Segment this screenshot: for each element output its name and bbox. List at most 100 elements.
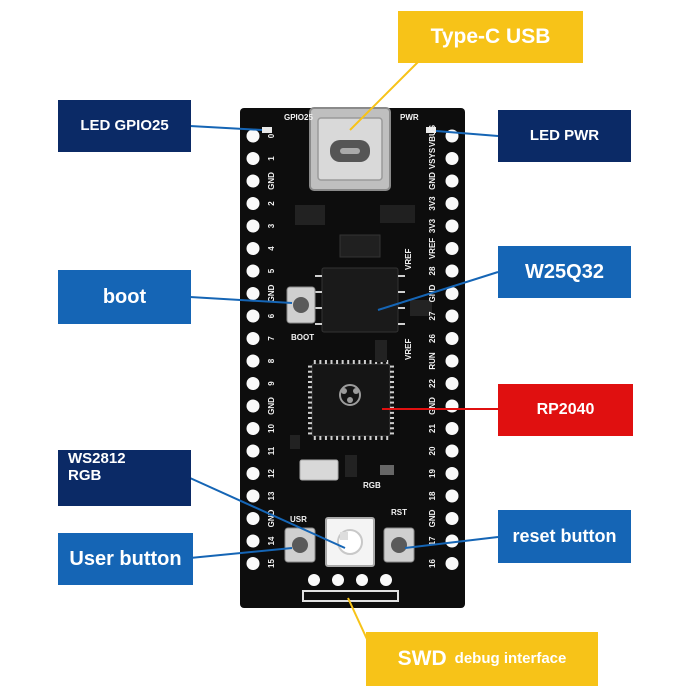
silk-boot: BOOT <box>291 333 314 342</box>
callout-user-button: User button <box>58 533 193 585</box>
left-pin-label: 2 <box>267 201 276 206</box>
right-pin-hole <box>445 309 459 323</box>
boot-button-illustration <box>286 286 316 324</box>
right-pin-label: GND <box>428 172 437 190</box>
right-pin-label: 21 <box>428 424 437 433</box>
left-pin-hole <box>246 512 260 525</box>
chip-leg <box>375 436 378 440</box>
chip-leg <box>341 360 344 364</box>
right-pin-label: 22 <box>428 379 437 388</box>
chip-leg <box>398 291 405 293</box>
right-pin-label: VREF <box>428 238 437 259</box>
leader-ws2812 <box>189 477 346 549</box>
left-pin-label: GND <box>267 509 276 527</box>
chip-leg <box>352 436 355 440</box>
chip-leg <box>308 386 312 389</box>
chip-leg <box>390 375 394 378</box>
board-pcb <box>240 108 465 608</box>
silk-rgb: RGB <box>363 481 381 490</box>
left-pin-hole <box>246 287 260 300</box>
chip-leg <box>398 307 405 309</box>
left-pin-label: 14 <box>267 536 276 545</box>
callout-ws2812-rgb: WS2812 RGB <box>58 450 191 506</box>
right-pin-label: RUN <box>428 352 437 370</box>
chip-leg <box>390 422 394 425</box>
left-pin-hole <box>246 422 260 435</box>
chip-leg <box>324 436 327 440</box>
chip-leg <box>308 411 312 414</box>
right-pin-hole <box>445 512 459 525</box>
chip-leg <box>369 360 372 364</box>
left-pin-label: 7 <box>267 336 276 341</box>
rp2040-chip-legs <box>308 360 394 440</box>
left-pin-hole <box>246 264 260 278</box>
callout-ws2812-line2: RGB <box>68 467 102 485</box>
left-pin-hole <box>246 174 260 188</box>
chip-leg <box>324 360 327 364</box>
right-pin-hole <box>445 534 459 548</box>
callout-type-c-usb: Type-C USB <box>398 11 583 63</box>
silk-pwr: PWR <box>400 113 419 122</box>
right-pin-label: GND <box>428 397 437 415</box>
chip-leg <box>308 422 312 425</box>
chip-leg <box>347 360 350 364</box>
right-pin-hole <box>445 242 459 255</box>
raspberry-logo-icon <box>339 384 361 406</box>
chip-leg <box>363 360 366 364</box>
left-pin-hole <box>246 467 260 480</box>
leader-w25q32 <box>377 271 499 311</box>
left-pin-label: 11 <box>267 446 276 455</box>
chip-leg <box>330 360 333 364</box>
chip-leg <box>336 436 339 440</box>
chip-leg <box>398 275 405 277</box>
left-pin-label: GND <box>267 397 276 415</box>
right-pin-hole <box>445 287 459 300</box>
left-pin-label: 9 <box>267 381 276 386</box>
w25q32-chip <box>321 267 399 333</box>
chip-leg <box>390 365 394 368</box>
usb-c-connector <box>309 107 391 191</box>
right-pin-hole <box>445 444 459 458</box>
chip-leg <box>347 436 350 440</box>
right-pin-hole <box>445 264 459 278</box>
silk-usr: USR <box>290 515 307 524</box>
leader-usb <box>349 59 421 131</box>
right-pin-hole <box>445 174 459 188</box>
left-pin-label: 13 <box>267 491 276 500</box>
chip-leg <box>313 360 316 364</box>
chip-leg <box>352 360 355 364</box>
chip-leg <box>390 406 394 409</box>
chip-leg <box>308 391 312 394</box>
right-pin-hole <box>445 467 459 480</box>
chip-leg <box>358 360 361 364</box>
left-pin-hole <box>246 129 260 143</box>
right-pin-label: 27 <box>428 311 437 320</box>
right-pin-label: 20 <box>428 446 437 455</box>
right-pin-label: 3V3 <box>428 196 437 211</box>
chip-leg <box>390 401 394 404</box>
left-pin-hole <box>246 332 260 345</box>
left-pin-hole <box>246 444 260 458</box>
left-pin-label: 3 <box>267 223 276 228</box>
usr-button-illustration <box>284 527 316 563</box>
chip-leg <box>308 396 312 399</box>
right-pin-label: VBUS <box>428 124 437 147</box>
rst-button-illustration <box>383 527 415 563</box>
left-pin-label: 6 <box>267 313 276 318</box>
chip-leg <box>380 436 383 440</box>
chip-leg <box>308 417 312 419</box>
right-pin-label: 18 <box>428 491 437 500</box>
callout-led-gpio25: LED GPIO25 <box>58 100 191 152</box>
chip-leg <box>308 406 312 409</box>
left-pin-hole <box>246 534 260 548</box>
right-pin-label: VSYS <box>428 147 437 169</box>
chip-leg <box>313 436 316 440</box>
chip-leg <box>319 436 322 440</box>
callout-led-pwr: LED PWR <box>498 110 631 162</box>
chip-leg <box>319 360 322 364</box>
callout-rp2040: RP2040 <box>498 384 633 436</box>
right-pin-hole <box>445 422 459 435</box>
chip-leg <box>330 436 333 440</box>
left-pin-label: 10 <box>267 424 276 433</box>
